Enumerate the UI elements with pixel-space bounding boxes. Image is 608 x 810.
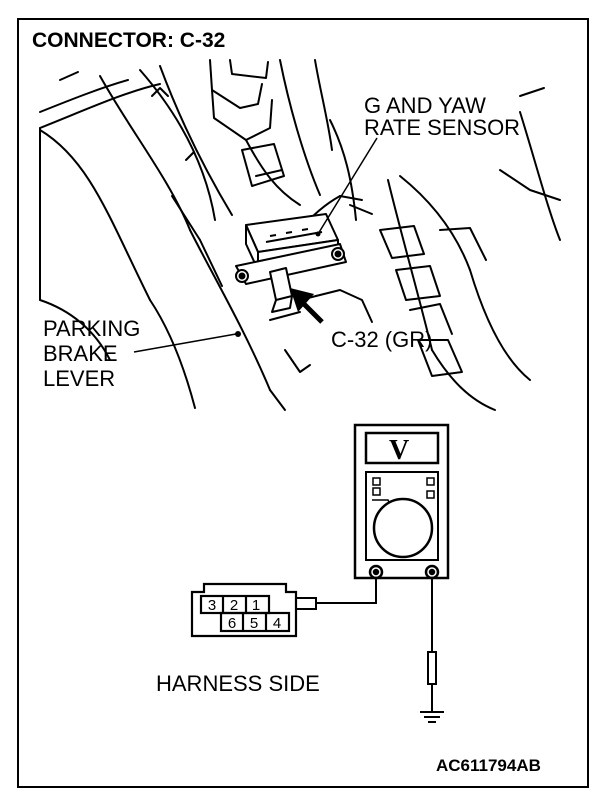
sensor-label-line1: G AND YAW <box>364 93 486 118</box>
lever-leader-line <box>133 333 237 353</box>
connector-arrow <box>290 288 324 324</box>
pin-2: 2 <box>229 597 239 614</box>
pin-6: 6 <box>227 615 237 632</box>
harness-side-label: HARNESS SIDE <box>156 671 320 696</box>
connector-title: CONNECTOR: C-32 <box>32 29 226 52</box>
ground-icon <box>420 711 444 723</box>
voltmeter-symbol: V <box>389 435 410 466</box>
connector-label: C-32 (GR) <box>331 327 433 352</box>
harness-connector <box>190 582 298 638</box>
pin-1: 1 <box>251 597 261 614</box>
positive-test-lead <box>316 578 377 604</box>
lever-label-line1: PARKING <box>43 316 141 341</box>
pin-3: 3 <box>207 597 217 614</box>
figure-code: AC611794AB <box>436 756 541 775</box>
console-illustration <box>39 59 561 411</box>
voltmeter <box>353 423 450 580</box>
lever-label-line3: LEVER <box>43 366 116 391</box>
pin-5: 5 <box>249 615 259 632</box>
ground-lead <box>427 578 437 712</box>
sensor-label-line2: RATE SENSOR <box>364 115 521 140</box>
sensor-leader-line <box>317 137 378 235</box>
g-yaw-rate-sensor <box>235 213 347 313</box>
figure-frame <box>17 18 589 788</box>
pin-4: 4 <box>272 615 282 632</box>
lever-label-line2: BRAKE <box>43 341 118 366</box>
